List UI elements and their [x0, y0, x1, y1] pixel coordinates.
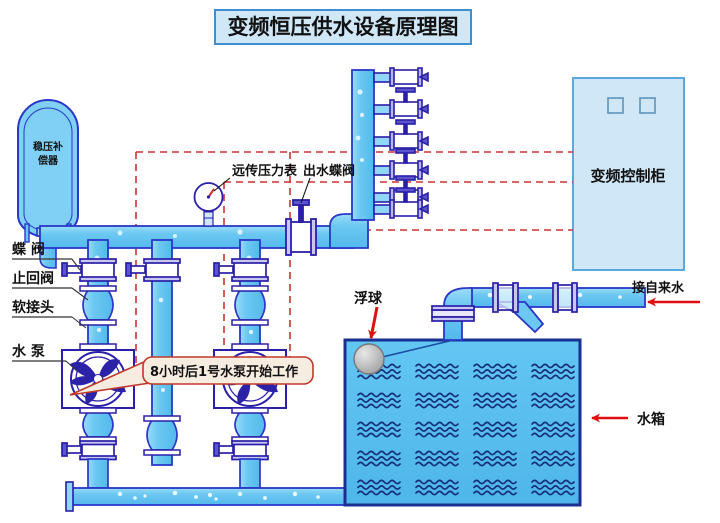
water-waves	[357, 363, 575, 496]
label-remote-pressure-gauge: 远传压力表	[213, 163, 298, 192]
svg-text:接自来水: 接自来水	[632, 280, 685, 296]
cabinet-indicator-1	[607, 97, 624, 114]
control-cabinet-label: 变频控制柜	[590, 167, 665, 185]
suction-manifold-pipe	[65, 481, 348, 512]
svg-text:浮球: 浮球	[354, 290, 383, 307]
branch-1-butterfly-valve[interactable]	[61, 258, 117, 282]
label-outlet-butterfly-valve: 出水蝶阀	[300, 163, 355, 204]
pressure-tank-label-1: 稳压补偿器	[33, 140, 63, 167]
pump-schedule-callout-text: 8小时后1号水泵开始工作	[150, 364, 298, 380]
remote-pressure-gauge[interactable]	[193, 182, 224, 227]
branch-outlet-2[interactable]	[373, 87, 429, 119]
label-water-tank: 水箱	[591, 411, 665, 428]
svg-text:远传压力表: 远传压力表	[232, 163, 298, 179]
discharge-header-pipe	[39, 69, 375, 249]
branch-outlet-6[interactable]	[373, 187, 429, 219]
pump-1-suction-valve[interactable]	[61, 440, 117, 461]
diagram-title-text: 变频恒压供水设备原理图	[228, 15, 459, 39]
label-butterfly-valve: 蝶 阀	[12, 241, 81, 271]
branch-outlet-4[interactable]	[373, 148, 429, 180]
svg-text:出水蝶阀: 出水蝶阀	[303, 163, 355, 179]
water-tank	[343, 338, 582, 507]
bypass-butterfly-valve[interactable]	[125, 258, 181, 282]
manifold-end-flange	[65, 481, 74, 512]
label-water-pump: 水 泵	[12, 343, 79, 373]
bypass-flexible-joint	[146, 419, 178, 451]
left-label-group: 蝶 阀 止回阀 软接头 水 泵	[12, 241, 89, 373]
branch-2-butterfly-valve[interactable]	[213, 258, 269, 282]
label-check-valve: 止回阀	[12, 270, 89, 301]
pump-branch-1	[61, 239, 117, 356]
branch-outlet-1[interactable]	[373, 67, 429, 87]
float-ball	[353, 337, 463, 375]
svg-text:蝶 阀: 蝶 阀	[12, 241, 45, 258]
label-flexible-joint: 软接头	[12, 299, 87, 329]
svg-text:软接头: 软接头	[12, 299, 54, 316]
label-tap-water-inlet: 接自来水	[632, 280, 700, 307]
branch-outlet-3[interactable]	[373, 119, 429, 151]
svg-text:水箱: 水箱	[637, 411, 665, 428]
bypass-branch-pipe	[125, 239, 181, 466]
diagram-title: 变频恒压供水设备原理图	[214, 9, 472, 45]
float-ball-sphere	[353, 343, 385, 375]
outlet-butterfly-valve[interactable]	[285, 199, 317, 256]
pump-schedule-callout: 8小时后1号水泵开始工作	[69, 356, 314, 396]
pump-branch-2	[213, 239, 269, 356]
float-ball-arrow	[368, 306, 379, 339]
svg-text:止回阀: 止回阀	[12, 270, 54, 287]
cabinet-indicator-2	[639, 97, 656, 114]
branch-1-flexible-joint	[82, 289, 114, 321]
control-cabinet[interactable]: 变频控制柜	[572, 77, 685, 271]
riser-branch-outlets	[373, 67, 429, 219]
pump-2-suction-valve[interactable]	[213, 440, 269, 461]
label-float-ball: 浮球	[354, 290, 383, 339]
svg-text:水 泵: 水 泵	[12, 343, 45, 360]
branch-2-flexible-joint	[234, 289, 266, 321]
tap-water-inlet-pipe	[431, 282, 646, 341]
